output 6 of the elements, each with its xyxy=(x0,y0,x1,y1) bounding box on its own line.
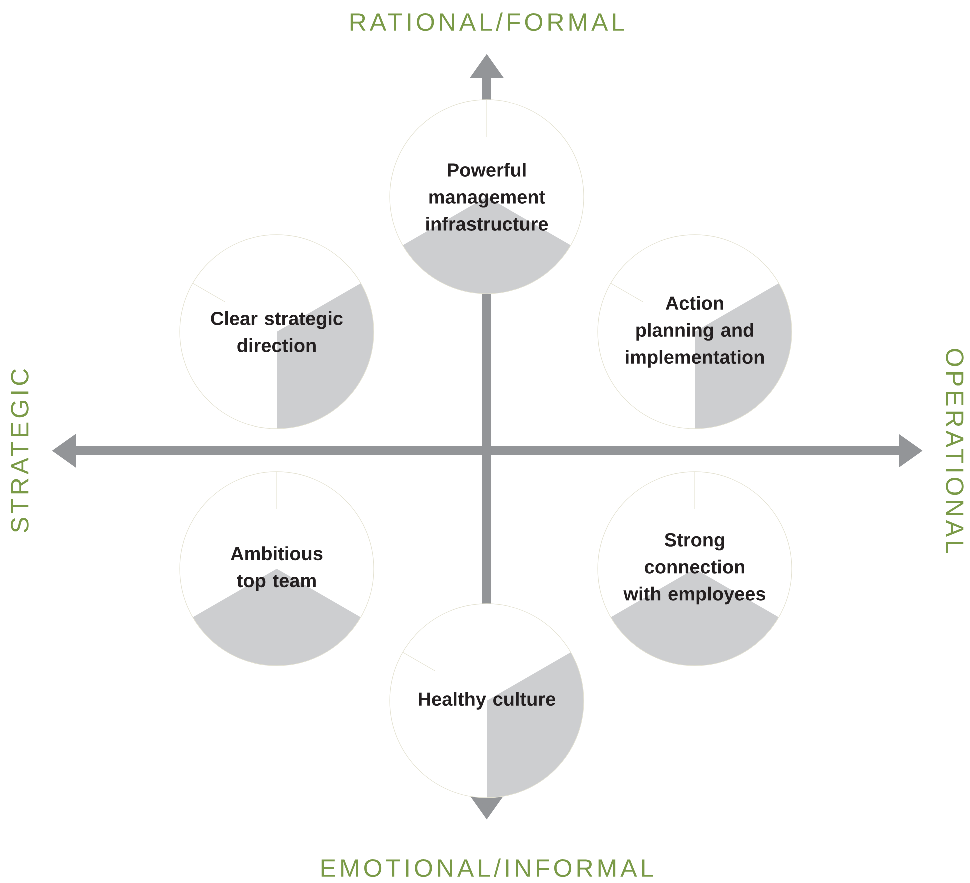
axis-label: STRATEGIC xyxy=(11,369,29,532)
axis-label: EMOTIONAL/INFORMAL xyxy=(322,858,654,878)
node-label: Powerful management infrastructure xyxy=(426,163,548,231)
axis-label: OPERATIONAL xyxy=(946,349,964,554)
node-label: Healthy culture xyxy=(419,692,556,710)
axis-label: RATIONAL/FORMAL xyxy=(350,12,624,32)
